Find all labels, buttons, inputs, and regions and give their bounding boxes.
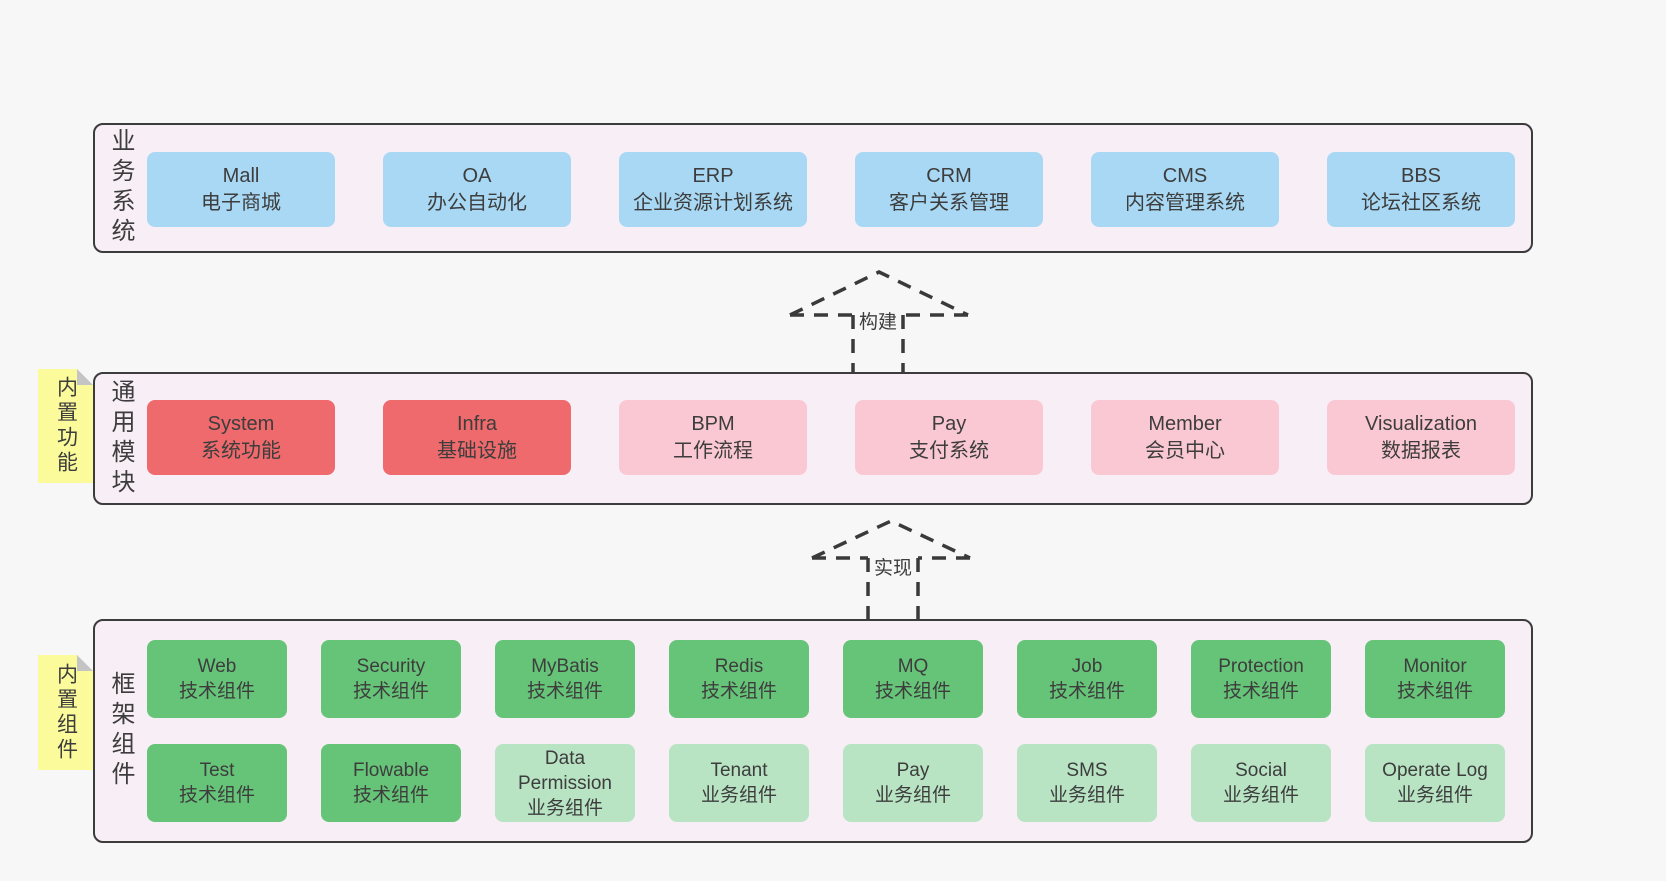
box-title: CRM bbox=[926, 164, 972, 187]
box-bbs: BBS 论坛社区系统 bbox=[1327, 152, 1515, 227]
box-title: Redis bbox=[714, 656, 764, 677]
box-subtitle: 技术组件 bbox=[1222, 681, 1299, 702]
box-title: Mall bbox=[222, 164, 260, 187]
box-title: Infra bbox=[456, 412, 498, 435]
box-tenant: Tenant 业务组件 bbox=[669, 744, 809, 822]
box-title: Protection bbox=[1218, 656, 1304, 677]
box-subtitle: 技术组件 bbox=[352, 681, 429, 702]
band-business-systems-label: 业务系统 bbox=[107, 128, 134, 248]
box-title: MyBatis bbox=[531, 656, 599, 677]
arrow-build-label: 构建 bbox=[855, 312, 901, 333]
box-pay-biz: Pay 业务组件 bbox=[843, 744, 983, 822]
box-title: BPM bbox=[691, 412, 735, 435]
box-monitor: Monitor 技术组件 bbox=[1365, 640, 1505, 718]
box-redis: Redis 技术组件 bbox=[669, 640, 809, 718]
arrow-up-build-icon bbox=[789, 270, 969, 372]
band-common-modules-label: 通用模块 bbox=[107, 378, 134, 499]
box-subtitle: 技术组件 bbox=[700, 681, 777, 702]
box-bpm: BPM 工作流程 bbox=[619, 400, 807, 475]
box-subtitle: 业务组件 bbox=[874, 785, 951, 806]
box-subtitle: 会员中心 bbox=[1145, 439, 1225, 462]
box-title: System bbox=[207, 412, 275, 435]
box-title: Pay bbox=[931, 412, 967, 435]
box-system: System 系统功能 bbox=[147, 400, 335, 475]
box-title: Data Permission bbox=[518, 747, 612, 794]
box-flowable: Flowable 技术组件 bbox=[321, 744, 461, 822]
box-subtitle: 业务组件 bbox=[700, 785, 777, 806]
box-operate-log: Operate Log 业务组件 bbox=[1365, 744, 1505, 822]
band-framework-components: 框架组件 Web 技术组件 Security 技术组件 MyBatis 技术组件… bbox=[93, 619, 1533, 843]
box-web: Web 技术组件 bbox=[147, 640, 287, 718]
box-oa: OA 办公自动化 bbox=[383, 152, 571, 227]
box-erp: ERP 企业资源计划系统 bbox=[619, 152, 807, 227]
band-common-modules: 通用模块 System 系统功能 Infra 基础设施 BPM 工作流程 Pay… bbox=[93, 372, 1533, 505]
box-title: Flowable bbox=[352, 760, 430, 781]
box-mq: MQ 技术组件 bbox=[843, 640, 983, 718]
box-subtitle: 企业资源计划系统 bbox=[633, 191, 793, 214]
box-title: Visualization bbox=[1365, 412, 1477, 435]
box-title: SMS bbox=[1066, 760, 1108, 781]
box-title: ERP bbox=[692, 164, 734, 187]
box-title: OA bbox=[462, 164, 492, 187]
box-protection: Protection 技术组件 bbox=[1191, 640, 1331, 718]
box-title: BBS bbox=[1400, 164, 1442, 187]
arrow-up-implement-icon bbox=[811, 519, 971, 619]
box-subtitle: 客户关系管理 bbox=[889, 191, 1009, 214]
sticky-built-in-components: 内置组件 bbox=[38, 655, 93, 770]
box-title: Pay bbox=[896, 760, 930, 781]
box-title: Monitor bbox=[1403, 656, 1467, 677]
box-subtitle: 论坛社区系统 bbox=[1361, 191, 1481, 214]
arrow-implement-label: 实现 bbox=[870, 558, 916, 579]
box-subtitle: 业务组件 bbox=[526, 797, 603, 819]
box-infra: Infra 基础设施 bbox=[383, 400, 571, 475]
box-job: Job 技术组件 bbox=[1017, 640, 1157, 718]
box-subtitle: 业务组件 bbox=[1396, 785, 1473, 806]
box-title: Social bbox=[1235, 760, 1287, 781]
box-subtitle: 技术组件 bbox=[526, 681, 603, 702]
box-subtitle: 技术组件 bbox=[874, 681, 951, 702]
box-sms: SMS 业务组件 bbox=[1017, 744, 1157, 822]
box-title: Tenant bbox=[710, 760, 768, 781]
box-subtitle: 业务组件 bbox=[1048, 785, 1125, 806]
box-subtitle: 技术组件 bbox=[1048, 681, 1125, 702]
box-subtitle: 业务组件 bbox=[1222, 785, 1299, 806]
box-cms: CMS 内容管理系统 bbox=[1091, 152, 1279, 227]
box-social: Social 业务组件 bbox=[1191, 744, 1331, 822]
box-subtitle: 技术组件 bbox=[1396, 681, 1473, 702]
box-visualization: Visualization 数据报表 bbox=[1327, 400, 1515, 475]
box-test: Test 技术组件 bbox=[147, 744, 287, 822]
sticky-label: 内置组件 bbox=[54, 662, 78, 763]
sticky-built-in-features: 内置功能 bbox=[38, 369, 93, 483]
box-subtitle: 数据报表 bbox=[1381, 439, 1461, 462]
box-title: Member bbox=[1148, 412, 1222, 435]
box-title: Security bbox=[356, 656, 426, 677]
box-subtitle: 支付系统 bbox=[909, 439, 989, 462]
box-subtitle: 系统功能 bbox=[201, 439, 281, 462]
box-subtitle: 技术组件 bbox=[178, 785, 255, 806]
box-subtitle: 电子商城 bbox=[201, 191, 281, 214]
box-mybatis: MyBatis 技术组件 bbox=[495, 640, 635, 718]
box-subtitle: 工作流程 bbox=[673, 439, 753, 462]
box-title: Job bbox=[1071, 656, 1103, 677]
box-title: Test bbox=[199, 760, 235, 781]
box-title: Web bbox=[197, 656, 237, 677]
box-pay: Pay 支付系统 bbox=[855, 400, 1043, 475]
box-subtitle: 技术组件 bbox=[352, 785, 429, 806]
sticky-label: 内置功能 bbox=[54, 376, 78, 476]
band-framework-components-label: 框架组件 bbox=[107, 671, 134, 791]
box-subtitle: 技术组件 bbox=[178, 681, 255, 702]
box-security: Security 技术组件 bbox=[321, 640, 461, 718]
band-business-systems: 业务系统 Mall 电子商城 OA 办公自动化 ERP 企业资源计划系统 CRM… bbox=[93, 123, 1533, 253]
box-mall: Mall 电子商城 bbox=[147, 152, 335, 227]
box-subtitle: 内容管理系统 bbox=[1125, 191, 1245, 214]
box-member: Member 会员中心 bbox=[1091, 400, 1279, 475]
box-title: Operate Log bbox=[1382, 760, 1488, 781]
box-crm: CRM 客户关系管理 bbox=[855, 152, 1043, 227]
box-data-permission: Data Permission 业务组件 bbox=[495, 744, 635, 822]
box-title: MQ bbox=[897, 656, 929, 677]
box-title: CMS bbox=[1162, 164, 1208, 187]
box-subtitle: 办公自动化 bbox=[427, 191, 527, 214]
box-subtitle: 基础设施 bbox=[437, 439, 517, 462]
